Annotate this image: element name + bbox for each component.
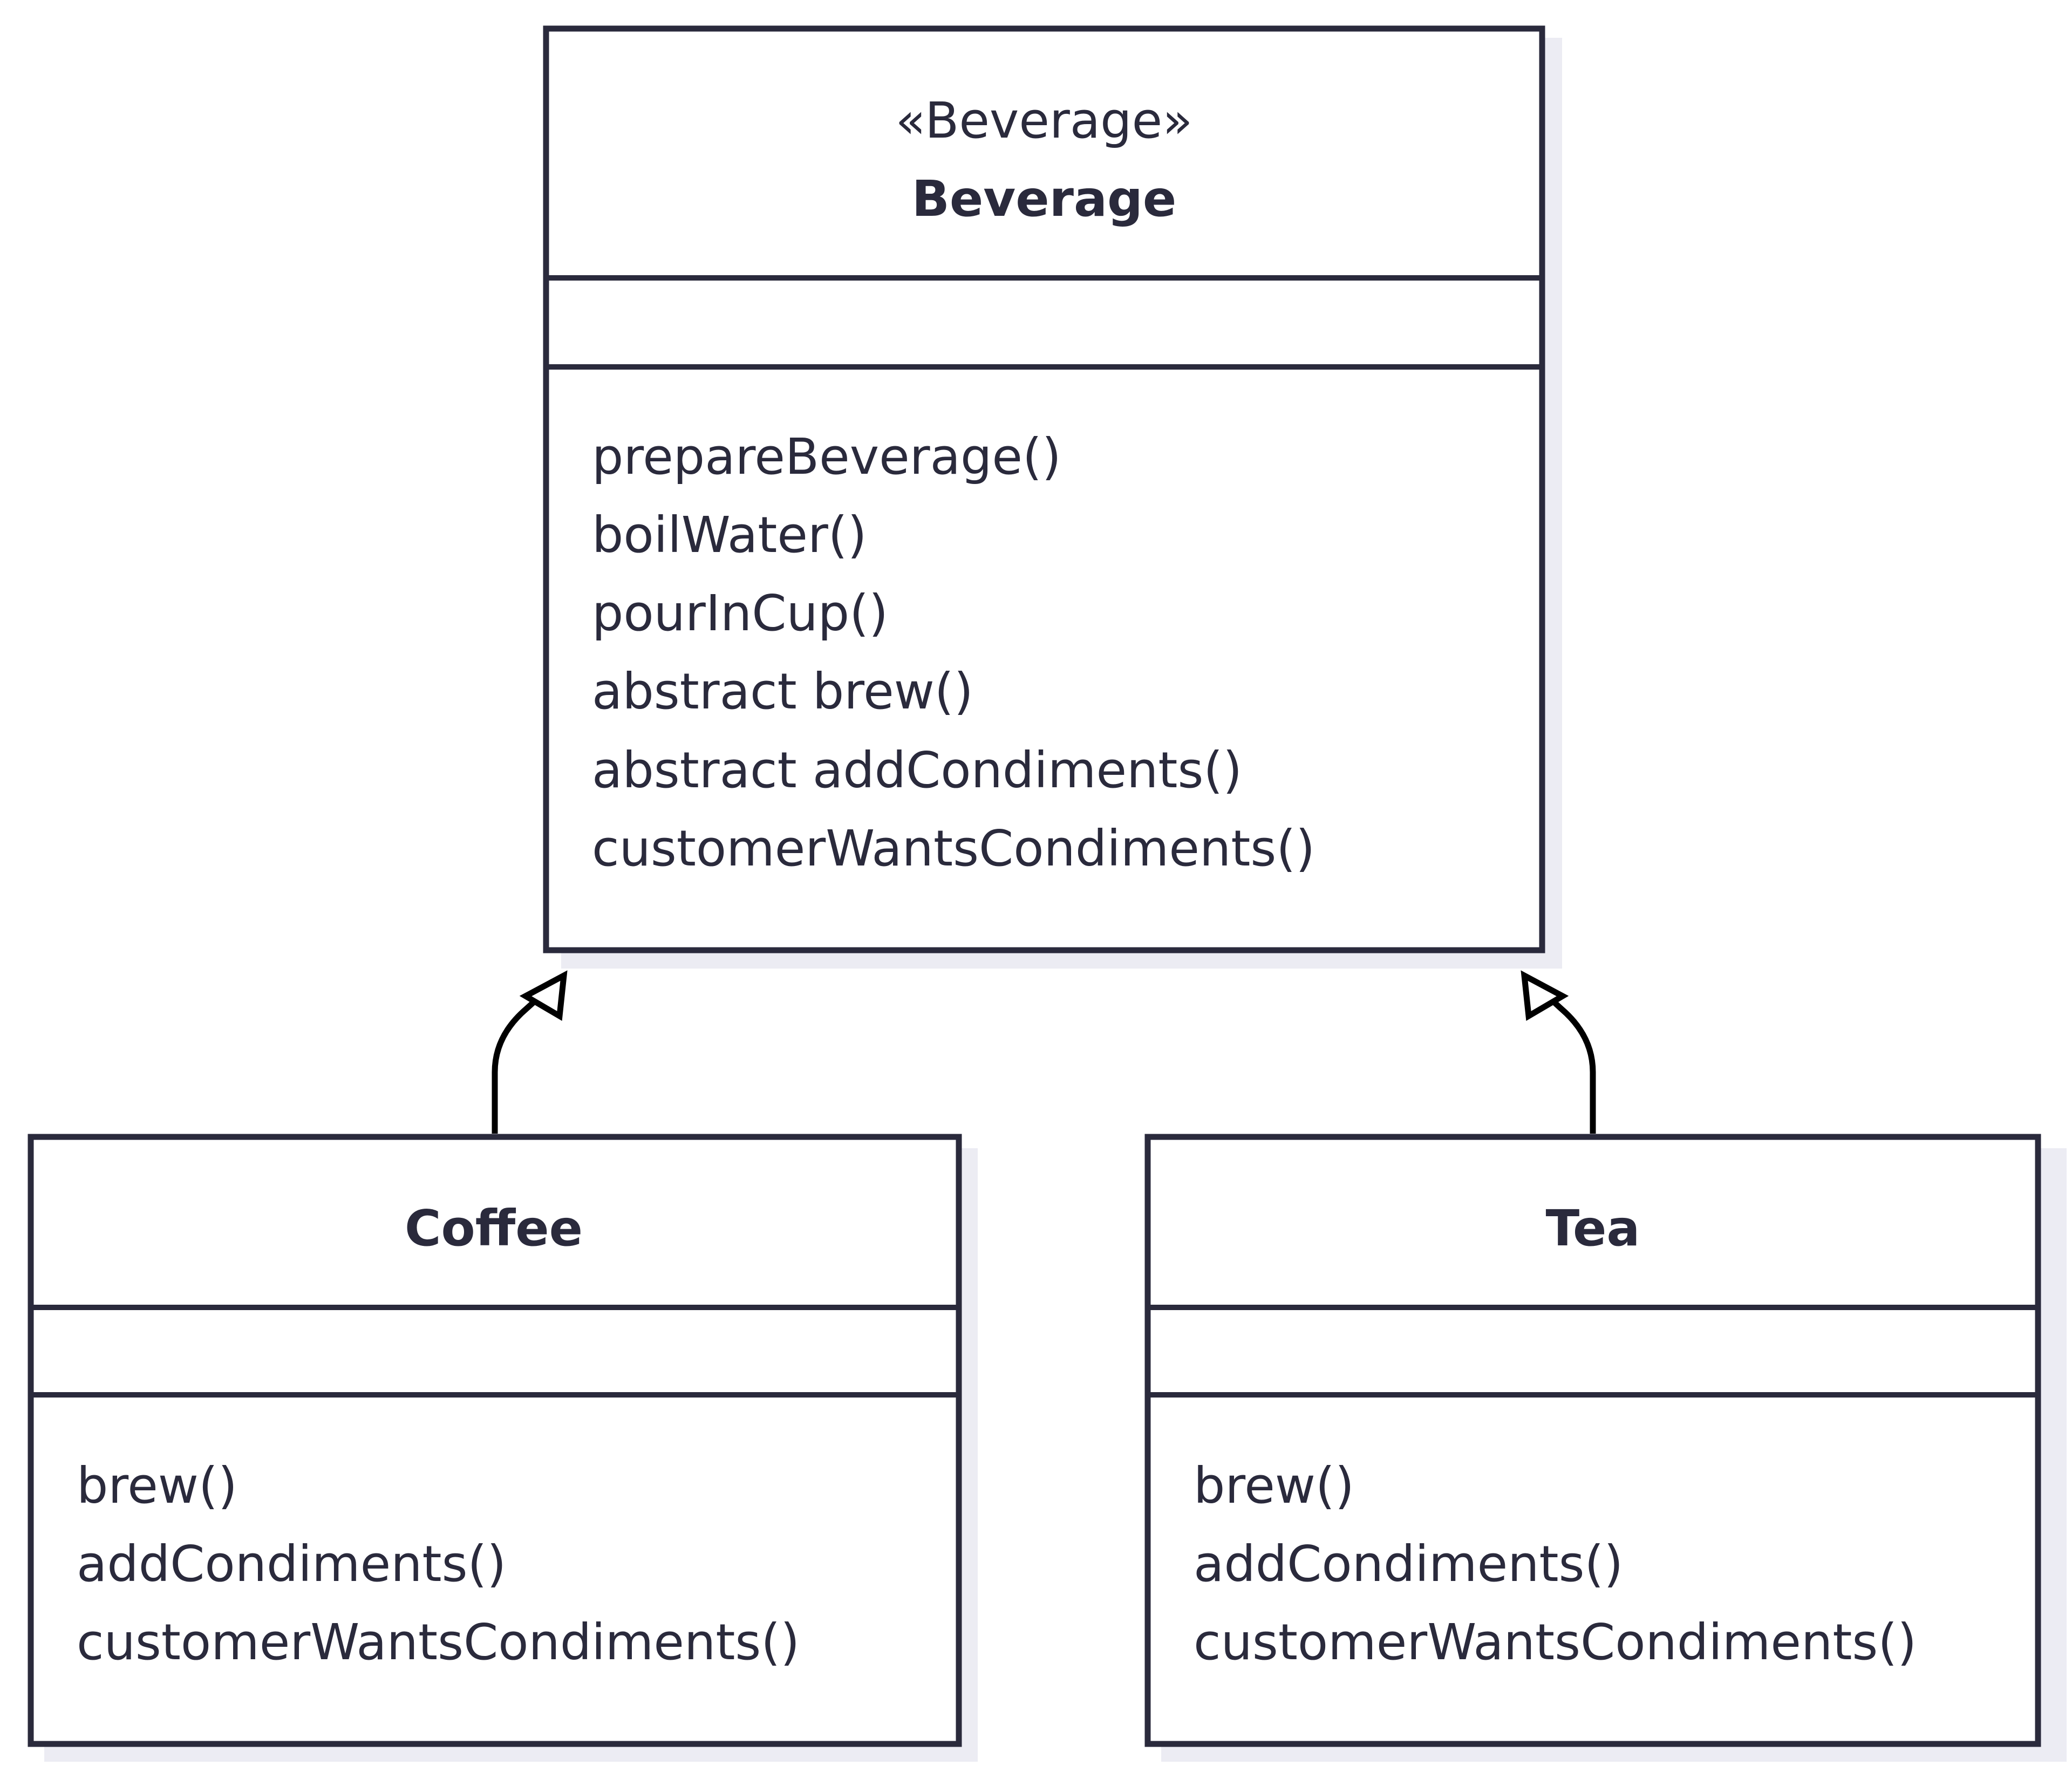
class-beverage[interactable]: «Beverage» Beverage prepareBeverage() bo… (543, 25, 1562, 969)
method-customer-wants-condiments: customerWantsCondiments() (77, 1613, 800, 1671)
class-beverage-border (543, 25, 1545, 953)
class-tea-border (1144, 1134, 2041, 1747)
method-customer-wants-condiments: customerWantsCondiments() (592, 820, 1315, 877)
class-tea[interactable]: Tea brew() addCondiments() customerWants… (1144, 1134, 2067, 1762)
class-beverage-stereotype: «Beverage» (896, 92, 1193, 149)
class-tea-methods: brew() addCondiments() customerWantsCond… (1194, 1457, 1917, 1671)
inheritance-tea-to-beverage[interactable] (1521, 970, 1596, 1134)
class-beverage-name: Beverage (912, 170, 1177, 228)
inheritance-line (1533, 982, 1596, 1134)
inheritance-coffee-to-beverage[interactable] (492, 970, 568, 1134)
method-abstract-brew: abstract brew() (592, 663, 973, 720)
class-coffee[interactable]: Coffee brew() addCondiments() customerWa… (28, 1134, 978, 1762)
method-boil-water: boilWater() (592, 506, 867, 564)
method-brew: brew() (1194, 1457, 1354, 1515)
class-tea-name: Tea (1545, 1199, 1640, 1257)
method-add-condiments: addCondiments() (77, 1535, 506, 1593)
class-coffee-methods: brew() addCondiments() customerWantsCond… (77, 1457, 800, 1671)
method-pour-in-cup: pourInCup() (592, 584, 888, 642)
method-prepare-beverage: prepareBeverage() (592, 428, 1061, 486)
class-coffee-border (28, 1134, 962, 1747)
method-customer-wants-condiments: customerWantsCondiments() (1194, 1613, 1917, 1671)
method-add-condiments: addCondiments() (1194, 1535, 1623, 1593)
class-coffee-name: Coffee (405, 1199, 583, 1257)
class-beverage-methods: prepareBeverage() boilWater() pourInCup(… (592, 428, 1315, 877)
class-coffee-body (31, 1137, 959, 1744)
class-beverage-body (546, 29, 1542, 950)
method-brew: brew() (77, 1457, 237, 1515)
inheritance-line (492, 982, 555, 1134)
inheritance-arrowhead-icon (519, 970, 568, 1021)
inheritance-arrowhead-icon (1521, 970, 1569, 1021)
class-tea-body (1148, 1137, 2038, 1744)
method-abstract-add-condiments: abstract addCondiments() (592, 741, 1242, 799)
